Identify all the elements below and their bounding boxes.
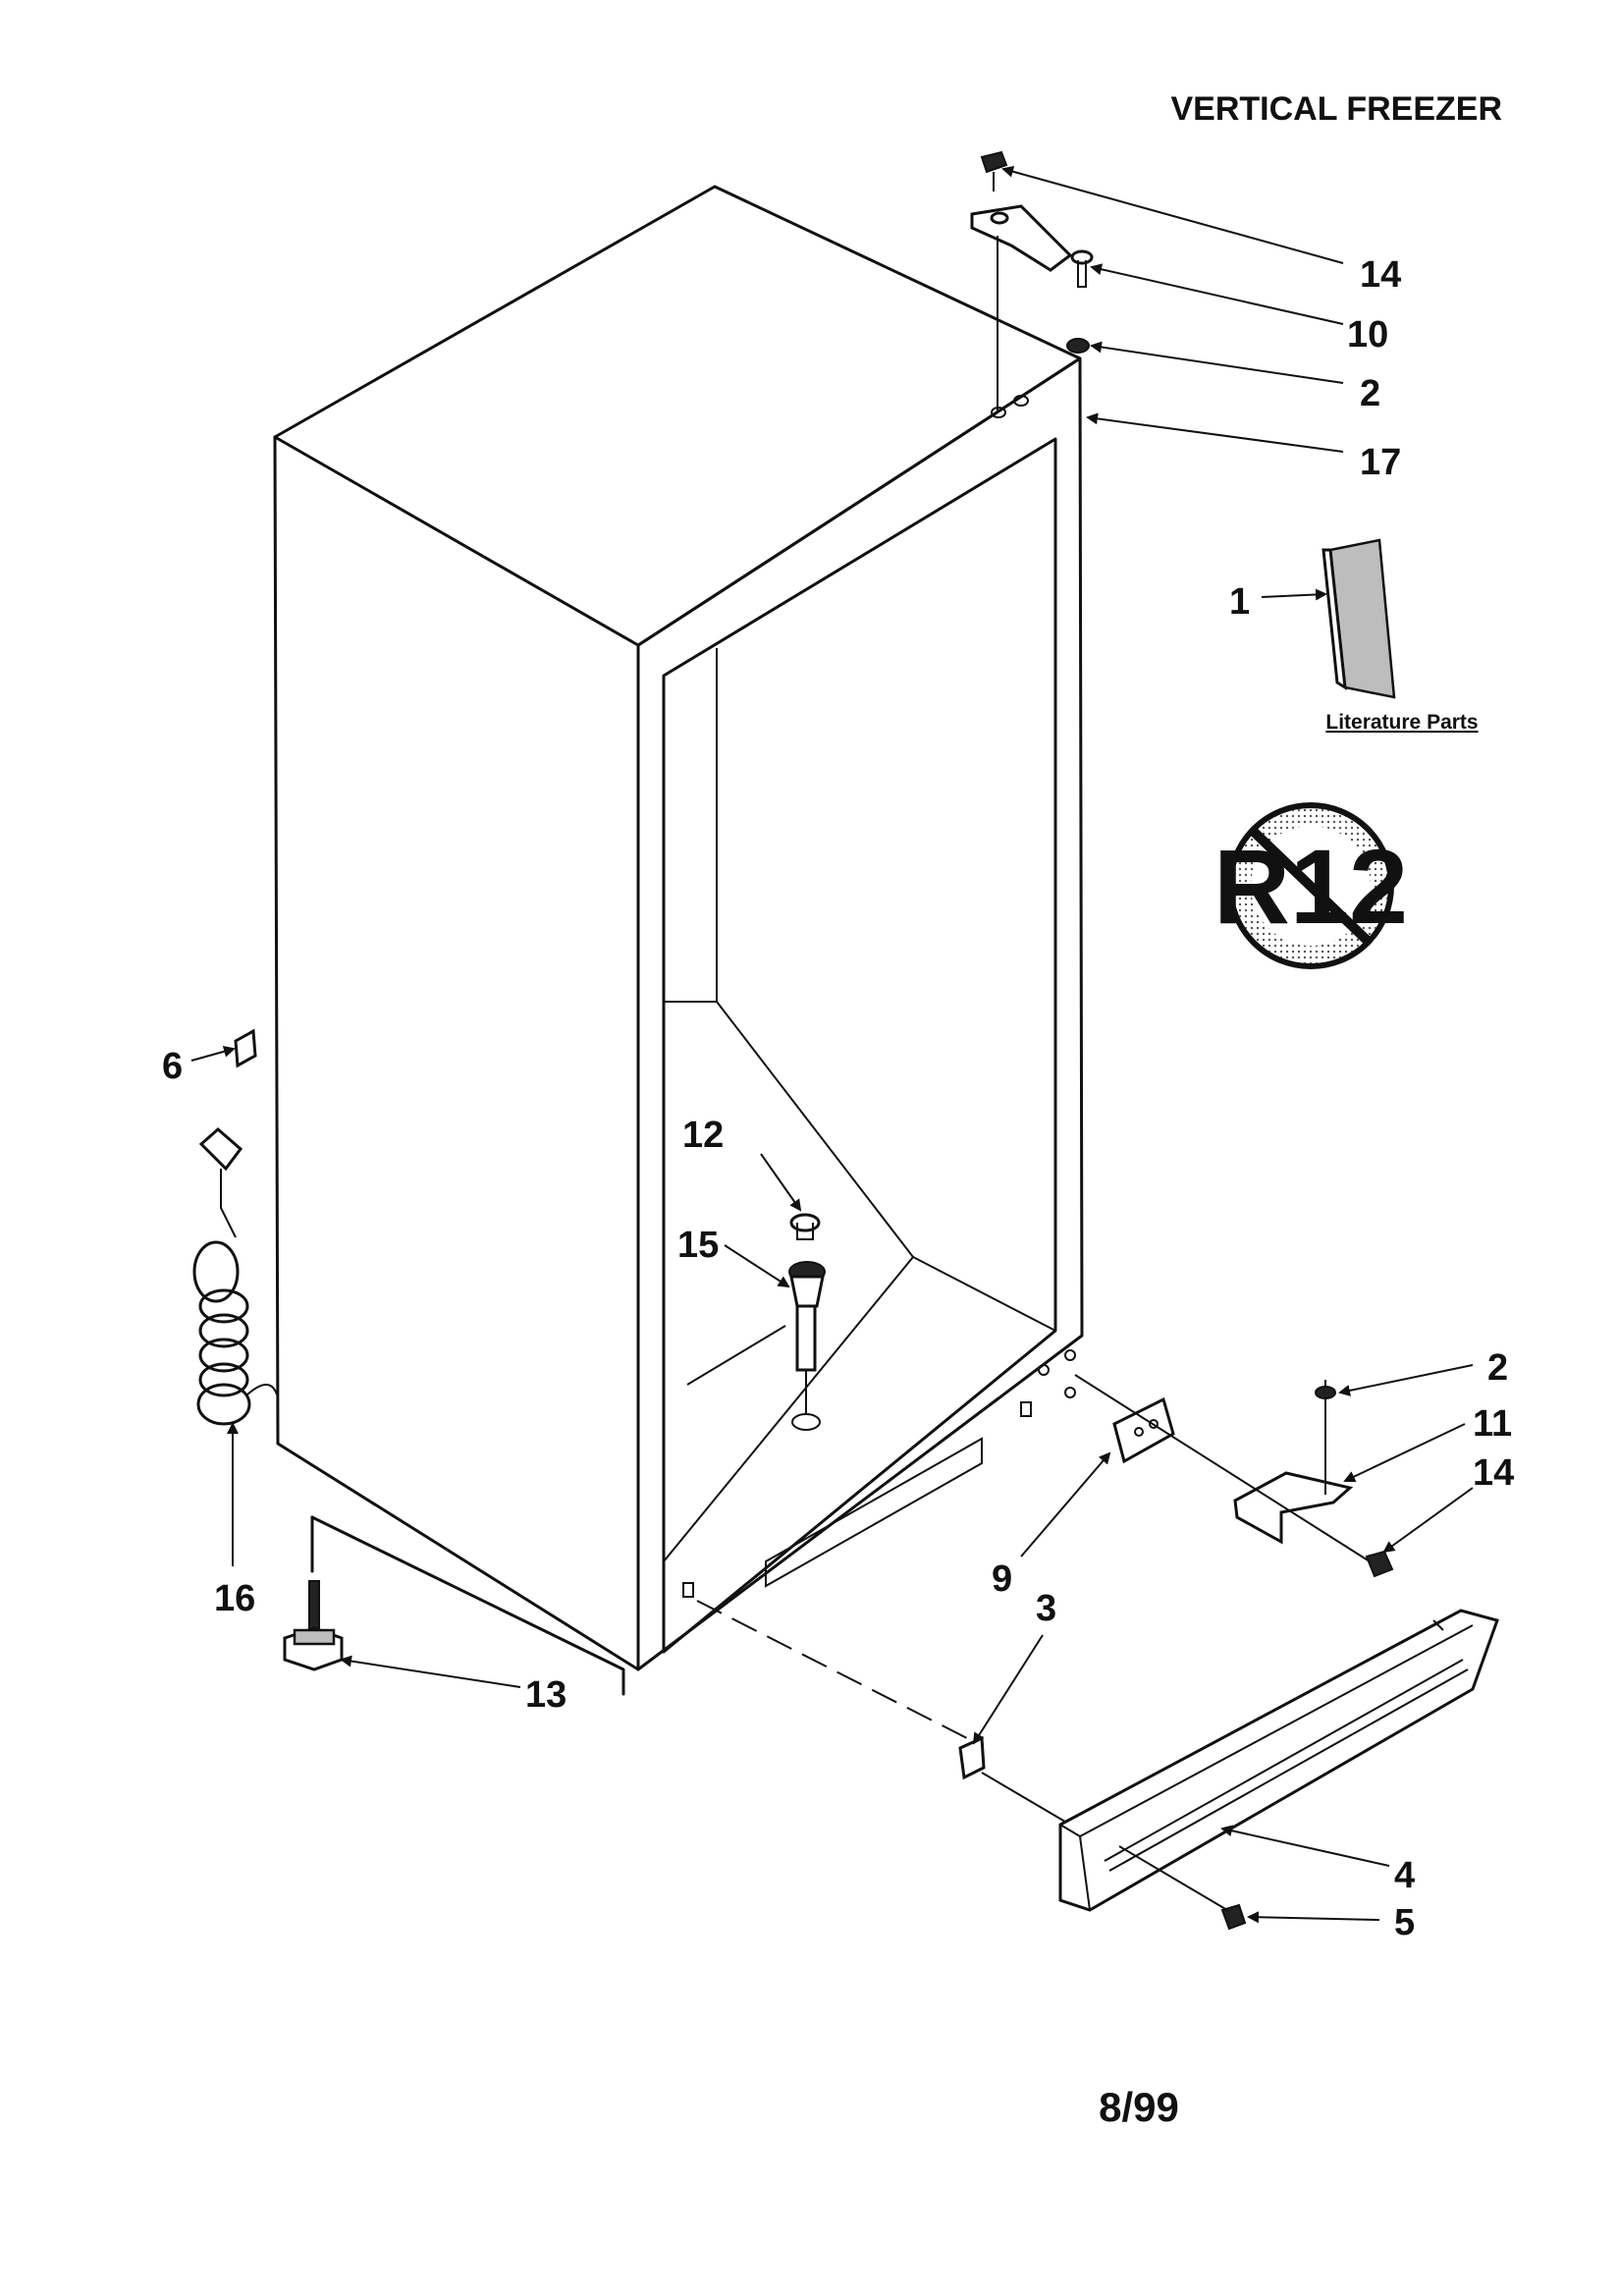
diagram-title: VERTICAL FREEZER	[1170, 90, 1502, 128]
callout-10: 10	[1347, 314, 1388, 355]
callout-14-bottom: 14	[1473, 1452, 1514, 1494]
callout-labels: 14 10 2 17 1 6 12 15 16 13 2 11 14 9 3 4…	[162, 254, 1514, 1943]
no-r12-badge: R12	[1214, 802, 1408, 969]
callout-2-bottom: 2	[1487, 1347, 1508, 1389]
clip-part-6	[234, 1028, 257, 1068]
callout-16: 16	[214, 1578, 255, 1619]
callout-4: 4	[1394, 1855, 1415, 1896]
callout-arrows	[190, 165, 1474, 1924]
bottom-hinge-assembly	[696, 1374, 1394, 1739]
callout-13: 13	[525, 1674, 566, 1716]
leveling-leg	[283, 1580, 344, 1671]
drain-tube-assembly	[788, 1213, 826, 1431]
callout-14-top: 14	[1360, 254, 1401, 296]
callout-17: 17	[1360, 442, 1401, 483]
freezer-cabinet	[273, 185, 1084, 1696]
literature-parts-label: Literature Parts	[1325, 711, 1478, 734]
callout-12: 12	[682, 1115, 724, 1156]
callout-2-top: 2	[1360, 373, 1380, 414]
callout-3: 3	[1036, 1588, 1056, 1629]
callout-15: 15	[677, 1225, 719, 1266]
callout-9: 9	[992, 1558, 1012, 1600]
callout-11: 11	[1473, 1403, 1512, 1445]
revision-date: 8/99	[1099, 2084, 1179, 2130]
callout-6: 6	[162, 1046, 183, 1087]
top-hinge-assembly	[970, 150, 1094, 412]
callout-5: 5	[1394, 1902, 1415, 1943]
callout-1: 1	[1229, 581, 1250, 623]
literature-book: Literature Parts	[1321, 538, 1479, 734]
kick-plate-assembly	[958, 1609, 1499, 1931]
power-cord	[192, 1127, 278, 1426]
